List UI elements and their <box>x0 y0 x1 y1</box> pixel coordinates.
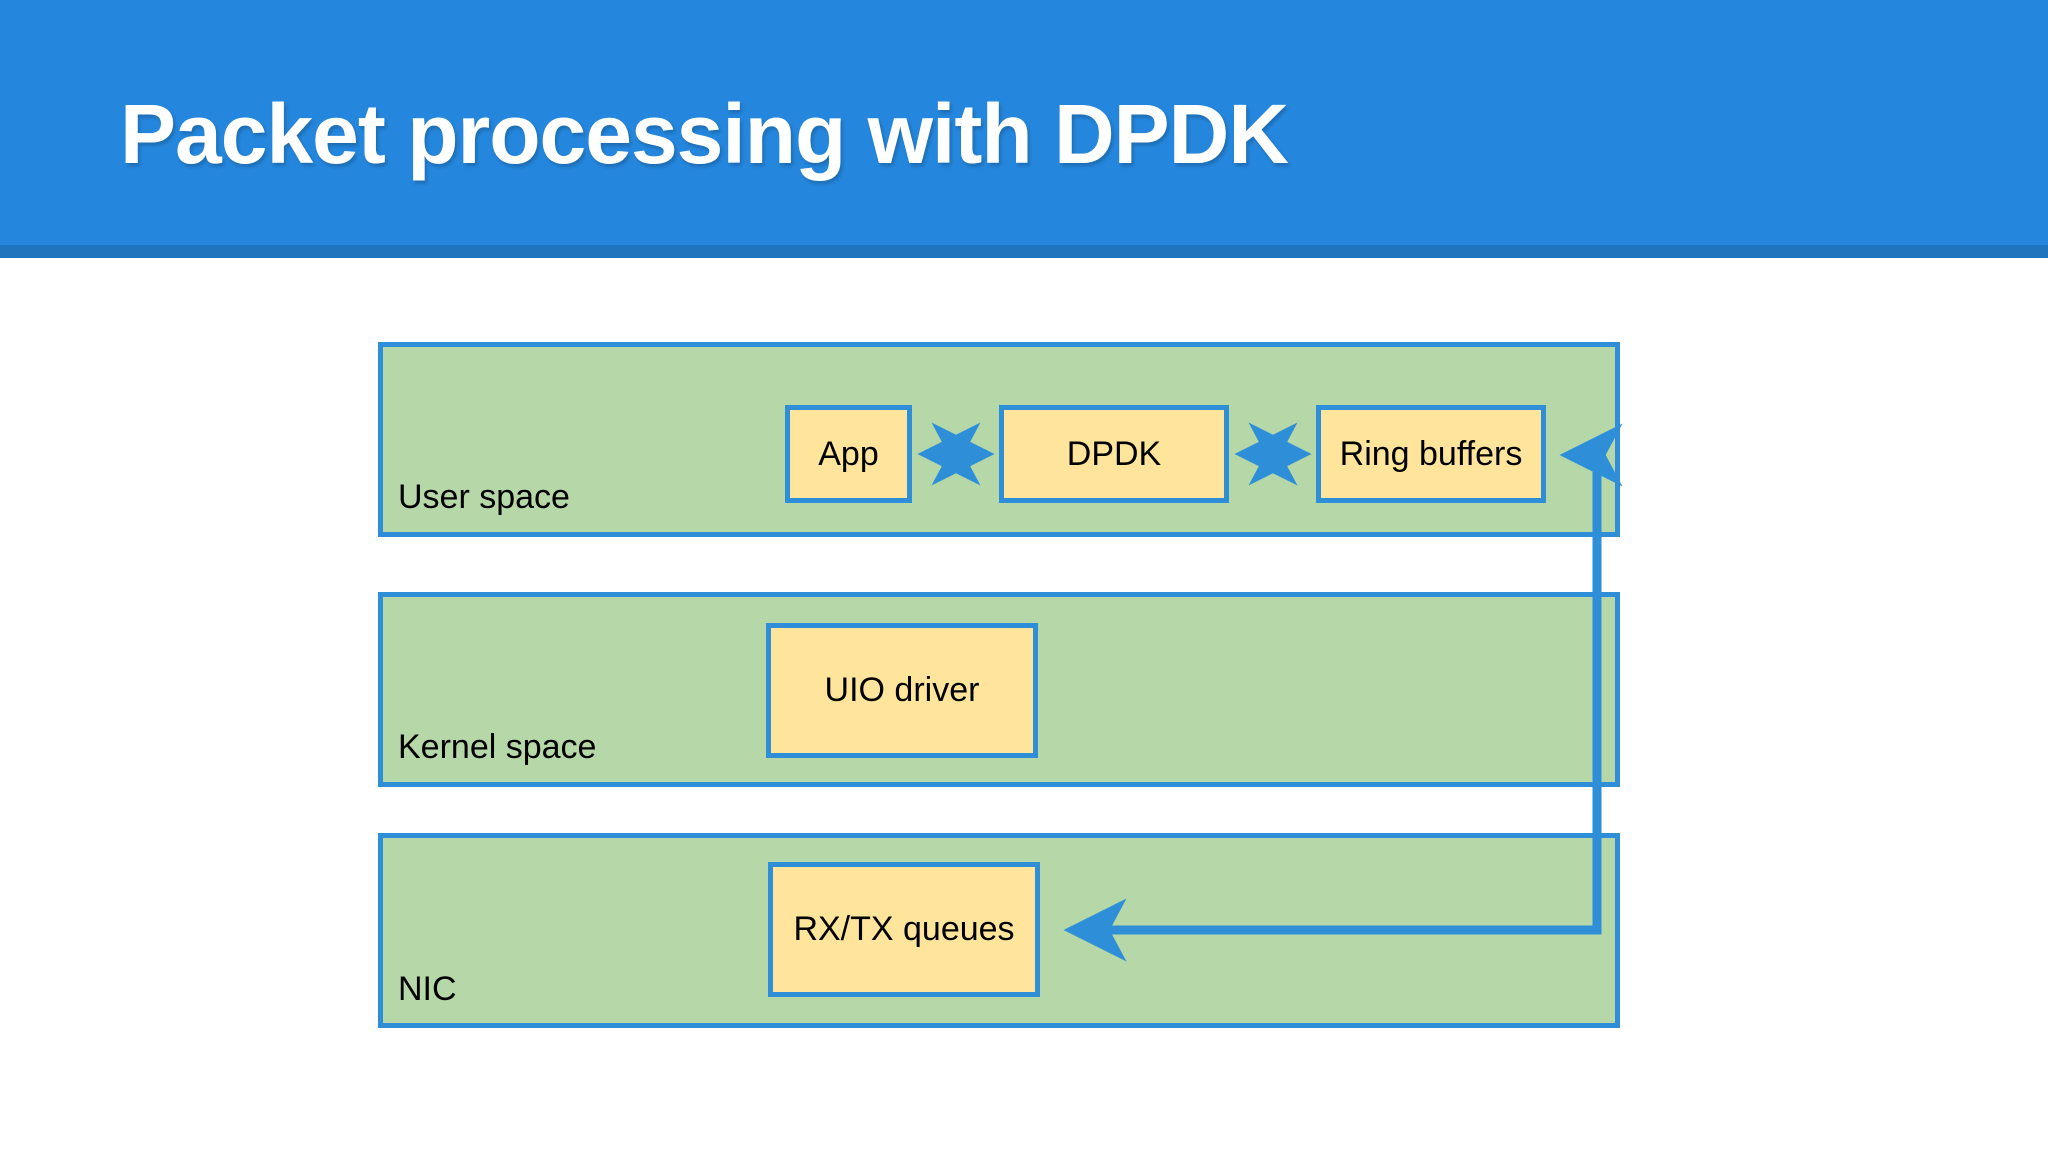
node-app[interactable]: App <box>785 405 912 503</box>
title-banner-underline <box>0 245 2048 258</box>
node-rxtx-queues[interactable]: RX/TX queues <box>768 862 1040 997</box>
zone-label-nic: NIC <box>398 970 457 1008</box>
node-dpdk[interactable]: DPDK <box>999 405 1229 503</box>
zone-label-user-space: User space <box>398 478 570 516</box>
zone-label-kernel-space: Kernel space <box>398 728 597 766</box>
title-banner <box>0 0 2048 245</box>
node-uio-driver[interactable]: UIO driver <box>766 623 1038 758</box>
page-title: Packet processing with DPDK <box>120 87 1289 181</box>
node-ring-buffers[interactable]: Ring buffers <box>1316 405 1546 503</box>
